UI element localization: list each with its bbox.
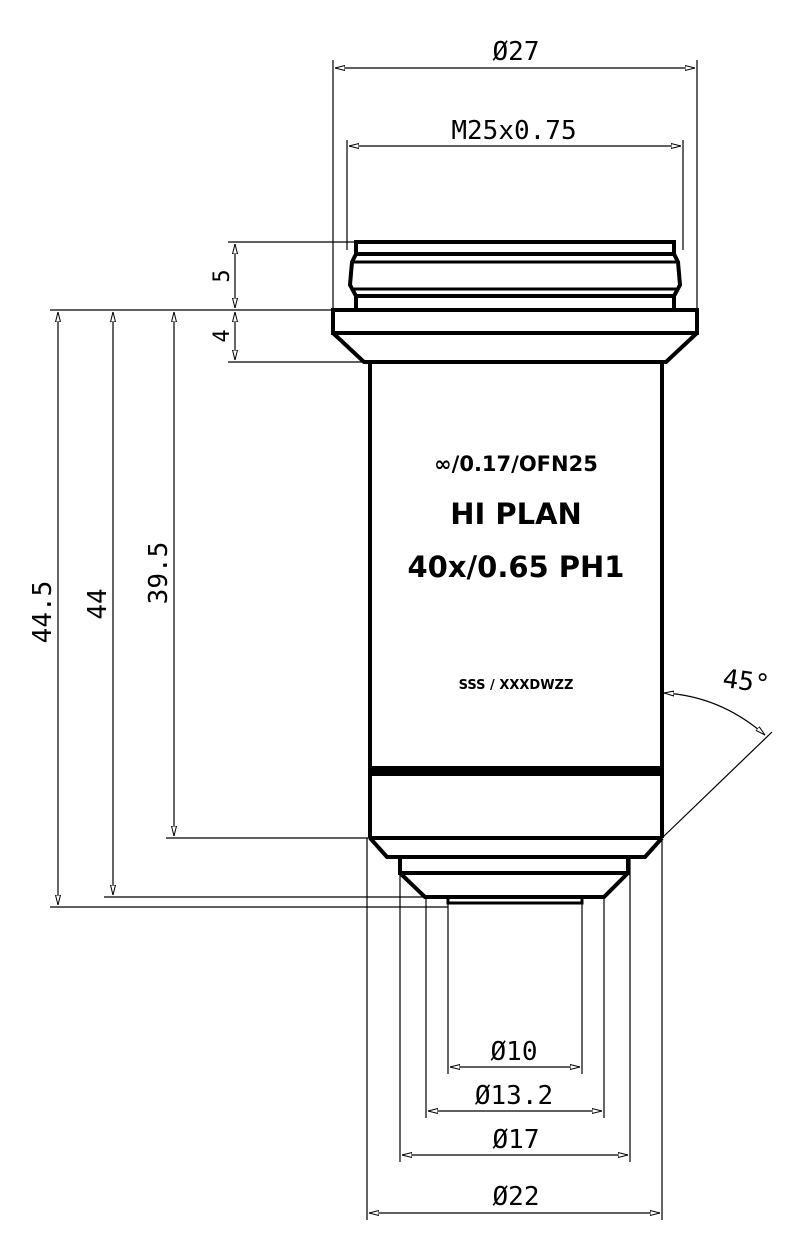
dim-thread: M25x0.75 [451, 116, 576, 146]
dim-body-diameter: Ø22 [493, 1182, 540, 1212]
dim-flange-height: 4 [210, 329, 235, 342]
nose-section [368, 836, 664, 905]
dim-nose: Ø17 [493, 1125, 540, 1155]
dim-thread-height: 5 [210, 269, 235, 282]
engraving-line-4: SSS / XXXDWZZ [459, 678, 574, 693]
dim-length-44: 44 [83, 588, 113, 619]
dimension-angle [661, 693, 773, 839]
thread-section [347, 240, 683, 310]
dim-front-lens: Ø10 [491, 1037, 538, 1067]
dimension-top [332, 60, 698, 310]
dim-front-tip: Ø13.2 [475, 1081, 553, 1111]
engraving-line-2: HI PLAN [450, 497, 582, 531]
flange [331, 308, 699, 364]
dim-outer-diameter: Ø27 [493, 37, 540, 67]
dim-total-length: 44.5 [28, 581, 58, 644]
dimension-left [50, 241, 448, 908]
engraving-line-3: 40x/0.65 PH1 [407, 550, 624, 584]
dimension-bottom [366, 838, 663, 1220]
objective-outline [331, 240, 699, 905]
engraving: ∞/0.17/OFN25 HI PLAN 40x/0.65 PH1 SSS / … [407, 452, 624, 693]
dim-angle: 45° [721, 664, 772, 700]
engraving-line-1: ∞/0.17/OFN25 [434, 452, 598, 476]
barrel-body [368, 362, 664, 840]
dim-length-39-5: 39.5 [144, 542, 174, 605]
